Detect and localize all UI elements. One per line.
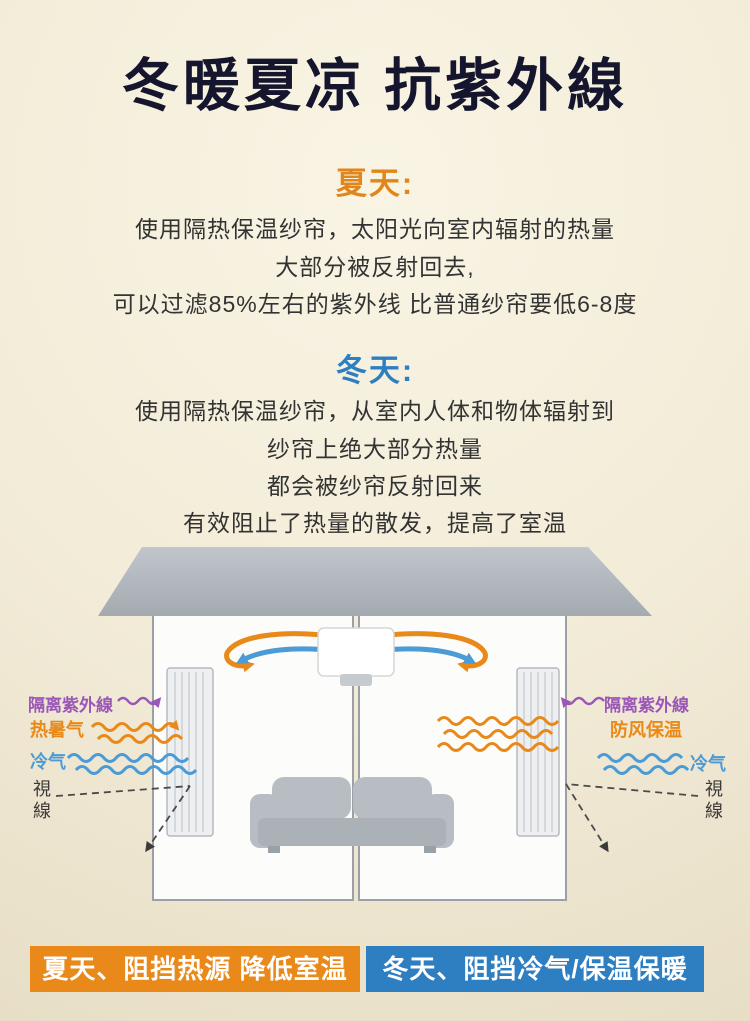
winter-line-2: 纱帘上绝大部分热量	[267, 436, 483, 462]
label-sight-left: 視線	[31, 779, 51, 823]
label-uv-left: 隔离紫外線	[28, 696, 113, 715]
warm-waves-right	[436, 716, 560, 752]
heat-waves-left	[90, 719, 184, 744]
cold-waves-right	[596, 753, 690, 775]
winter-line-4: 有效阻止了热量的散发，提高了室温	[183, 510, 567, 536]
cold-waves-left	[66, 753, 198, 775]
winter-line-3: 都会被纱帘反射回来	[267, 473, 483, 499]
winter-line-1: 使用隔热保温纱帘，从室内人体和物体辐射到	[135, 398, 615, 424]
label-sight-right: 視線	[703, 779, 723, 823]
label-cold-left: 冷气	[30, 752, 66, 772]
label-cold-right: 冷气	[690, 754, 726, 774]
summer-banner: 夏天、阻挡热源 降低室温	[30, 946, 360, 992]
curtain-right	[516, 667, 560, 837]
curtain-unit	[317, 627, 395, 686]
winter-banner: 冬天、阻挡冷气/保温保暖	[366, 946, 704, 992]
sight-line-right	[565, 783, 699, 853]
uv-wave-right	[560, 696, 605, 709]
summer-line-1: 使用隔热保温纱帘，太阳光向室内辐射的热量	[135, 216, 615, 242]
summer-heading: 夏天:	[335, 166, 415, 201]
winter-heading: 冬天:	[335, 353, 415, 388]
uv-wave-left	[117, 696, 162, 709]
roof	[98, 547, 652, 616]
summer-line-2: 大部分被反射回去,	[275, 254, 475, 280]
sofa	[250, 777, 454, 853]
page-title: 冬暖夏凉 抗紫外線	[121, 55, 629, 118]
curtain-left	[166, 667, 214, 837]
label-heat-left: 热暑气	[30, 720, 84, 740]
label-wind-right: 防风保温	[610, 720, 682, 740]
summer-line-3: 可以过滤85%左右的紫外线 比普通纱帘要低6-8度	[112, 291, 638, 317]
label-uv-right: 隔离紫外線	[604, 696, 689, 715]
sight-line-left	[55, 785, 191, 853]
